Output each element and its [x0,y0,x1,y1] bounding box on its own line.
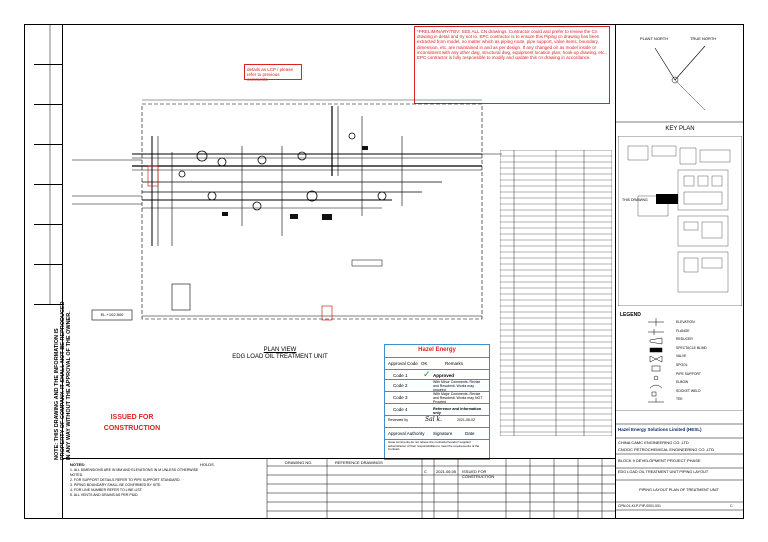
drawing-title-1: EDG LOAD OIL TREATMENT UNIT PIPING LAYOU… [618,470,709,474]
right-title-block-lines [615,410,744,511]
revision-rev: C [424,469,427,474]
note-item: 2. FOR SUPPORT DETAILS REFER TO PIPE SUP… [70,478,181,482]
stamp-code-text: Approved [433,373,455,378]
legend-item: ELEVATION [676,320,695,324]
stamp-date-value: 2021-08-02 [457,418,475,422]
stamp-code: Code 1 [393,373,408,378]
drawing-title-2: PIPING LAYOUT PLAN OF TREATMENT UNIT [639,488,719,492]
comment-note: details as LCP / please refer to previou… [244,64,302,82]
legend-item: TEE [676,397,683,402]
stamp-signature-mark: Sal k. [425,416,443,423]
bottom-title-block [62,458,615,520]
drawing-frame [24,24,744,519]
stamp-code: Code 4 [393,407,408,412]
drawing-number: CPN-01-KLP-PIP-0001-001 [618,504,661,508]
stamp-signature-label: Signature [433,431,453,436]
note-item: 5. ALL VENTS AND DRAINS AS PER P&ID. [70,493,139,497]
north-arrow [615,45,744,123]
stamp-header-remarks: Remarks [445,361,464,366]
client-name: Hazel Energy Solutions Limited (HESL) [618,427,702,432]
notes-title: NOTES: [70,462,86,467]
stamp-brand: Hazel Energy [418,347,456,353]
legend-item: SPOOL [676,362,688,367]
right-panel [615,24,745,519]
key-plan-drawing [618,136,742,306]
ref-heading-title: REFERENCE DRAWINGS [335,460,383,465]
this-drawing-marker: THIS DRAWING [622,198,648,202]
legend-title: LEGEND [620,312,641,318]
stamp-reviewed-by: Reviewed by [388,418,409,422]
bottom-grid [266,458,615,519]
issued-for-construction: ISSUED FOR CONSTRUCTION [103,414,161,432]
stamp-header-ok: OK [421,361,428,366]
revision-date: 2021.06.05 [436,469,457,474]
plan-title: PLAN VIEW [263,347,297,353]
plan-subtitle: EDG LOAD OIL TREATMENT UNIT [232,354,328,360]
stamp-code: Code 2 [393,383,408,388]
ref-heading-no: DRAWING NO. [285,460,313,465]
elevation-label: EL.+102.500 [100,312,124,317]
contractor-1: CHINA CAMC ENGINEERING CO.,LTD [618,440,689,445]
stamp-code-text: With Major Comments. Revise and Resubmit… [433,392,483,404]
check-icon: ✓ [423,369,431,379]
stamp-footnote: Issue comments do not relieve the contra… [388,440,480,452]
stamp-code: Code 3 [393,395,408,400]
legend-item: SOCKET WELD [676,388,701,393]
stamp-code-text: With Minor Comments. Revise and Resubmit… [433,380,481,392]
true-north-label: TRUE NORTH [690,36,717,41]
bom-table [500,150,612,436]
legend-item: FLANGE [676,328,690,333]
stamp-code-text: Reference and Information only [433,407,482,415]
holds-label: HOLDS [200,462,214,467]
legend-item: ELBOW [676,380,689,385]
notes-list: 1. ALL DIMENSIONS ARE IN MM AND ELEVATIO… [70,468,200,498]
stamp-header-code: Approval Code [388,361,418,366]
approval-stamp: Hazel Energy Approval Code OK Remarks Co… [384,344,490,460]
plan-view-drawing [72,99,502,321]
contractor-2: CNOOC PETROCHEMICAL ENGINEERING CO.,LTD [618,447,715,452]
drawing-rev: C [730,504,733,508]
legend-item: REDUCER [676,337,693,342]
stamp-date-label: Date [465,431,475,436]
key-plan-title: KEY PLAN [665,126,695,132]
legend-symbols [648,318,664,403]
preliminary-note: *PRELIMINARY/TBV: SEE ALL CN drawings. C… [414,26,610,104]
note-item: 1. ALL DIMENSIONS ARE IN MM AND ELEVATIO… [70,468,199,477]
legend-labels: ELEVATION FLANGE REDUCER SPECTACLE BLIND… [676,318,736,404]
margin-grid-lines [49,24,51,304]
note-item: 4. FOR LINE NUMBER REFER TO LINE LIST. [70,488,143,492]
stamp-authority: Approval Authority [388,431,425,436]
legend-item: VALVE [676,354,687,359]
plant-north-label: PLANT NORTH [640,36,669,41]
project-name: BLOCK 9 DEVELOPMENT PROJECT PHASE [618,458,701,463]
note-item: 3. PIPING BOUNDARY SHALL BE CONFIRMED BY… [70,483,162,487]
legend-item: PIPE SUPPORT [676,371,701,376]
revision-margin-column [34,24,63,519]
revision-description: ISSUED FOR CONSTRUCTION [462,469,495,479]
legend-item: SPECTACLE BLIND [676,345,707,350]
